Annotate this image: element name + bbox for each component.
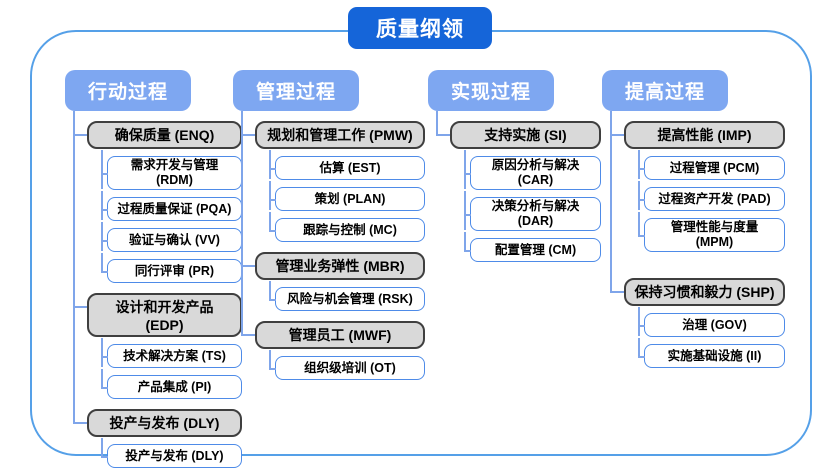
branch-realization-process: 实现过程支持实施 (SI)原因分析与解决 (CAR)决策分析与解决 (DAR)配…: [428, 70, 601, 262]
child-list: 投产与发布 (DLY): [100, 438, 242, 468]
diagram-title: 质量纲领: [348, 7, 492, 49]
process-node: 同行评审 (PR): [101, 253, 242, 283]
process-node: 策划 (PLAN): [269, 181, 425, 211]
process-node: 估算 (EST): [269, 150, 425, 180]
process-node: 验证与确认 (VV): [101, 222, 242, 252]
process-group: 支持实施 (SI)原因分析与解决 (CAR)决策分析与解决 (DAR)配置管理 …: [436, 111, 601, 262]
branch-header-management-process: 管理过程: [233, 70, 359, 111]
process-node: 跟踪与控制 (MC): [269, 212, 425, 242]
process-group: 管理业务弹性 (MBR)风险与机会管理 (RSK): [241, 242, 425, 311]
branch-columns: 行动过程确保质量 (ENQ)需求开发与管理 (RDM)过程质量保证 (PQA)验…: [30, 30, 812, 468]
category-node: 确保质量 (ENQ): [87, 121, 242, 149]
process-group: 确保质量 (ENQ)需求开发与管理 (RDM)过程质量保证 (PQA)验证与确认…: [73, 111, 242, 283]
category-node: 支持实施 (SI): [450, 121, 601, 149]
process-node: 过程资产开发 (PAD): [638, 181, 785, 211]
child-list: 组织级培训 (OT): [268, 350, 425, 380]
process-node: 过程管理 (PCM): [638, 150, 785, 180]
branch-body-realization-process: 支持实施 (SI)原因分析与解决 (CAR)决策分析与解决 (DAR)配置管理 …: [436, 111, 601, 262]
process-node: 风险与机会管理 (RSK): [269, 281, 425, 311]
process-group: 设计和开发产品 (EDP)技术解决方案 (TS)产品集成 (PI): [73, 283, 242, 399]
process-group: 规划和管理工作 (PMW)估算 (EST)策划 (PLAN)跟踪与控制 (MC): [241, 111, 425, 242]
branch-body-action-process: 确保质量 (ENQ)需求开发与管理 (RDM)过程质量保证 (PQA)验证与确认…: [73, 111, 242, 468]
branch-header-realization-process: 实现过程: [428, 70, 554, 111]
process-node: 原因分析与解决 (CAR): [464, 150, 601, 190]
category-node: 设计和开发产品 (EDP): [87, 293, 242, 337]
branch-header-improvement-process: 提高过程: [602, 70, 728, 111]
process-node: 产品集成 (PI): [101, 369, 242, 399]
process-node: 决策分析与解决 (DAR): [464, 191, 601, 231]
child-list: 技术解决方案 (TS)产品集成 (PI): [100, 338, 242, 399]
branch-body-improvement-process: 提高性能 (IMP)过程管理 (PCM)过程资产开发 (PAD)管理性能与度量 …: [610, 111, 785, 368]
process-group: 保持习惯和毅力 (SHP)治理 (GOV)实施基础设施 (II): [610, 252, 785, 368]
category-node: 管理员工 (MWF): [255, 321, 425, 349]
branch-action-process: 行动过程确保质量 (ENQ)需求开发与管理 (RDM)过程质量保证 (PQA)验…: [65, 70, 242, 468]
process-group: 提高性能 (IMP)过程管理 (PCM)过程资产开发 (PAD)管理性能与度量 …: [610, 111, 785, 252]
process-node: 配置管理 (CM): [464, 232, 601, 262]
process-node: 治理 (GOV): [638, 307, 785, 337]
branch-header-action-process: 行动过程: [65, 70, 191, 111]
category-node: 保持习惯和毅力 (SHP): [624, 278, 785, 306]
process-node: 投产与发布 (DLY): [101, 438, 242, 468]
child-list: 需求开发与管理 (RDM)过程质量保证 (PQA)验证与确认 (VV)同行评审 …: [100, 150, 242, 283]
process-group: 投产与发布 (DLY)投产与发布 (DLY): [73, 399, 242, 468]
child-list: 估算 (EST)策划 (PLAN)跟踪与控制 (MC): [268, 150, 425, 242]
branch-improvement-process: 提高过程提高性能 (IMP)过程管理 (PCM)过程资产开发 (PAD)管理性能…: [602, 70, 785, 368]
category-node: 提高性能 (IMP): [624, 121, 785, 149]
child-list: 风险与机会管理 (RSK): [268, 281, 425, 311]
process-node: 技术解决方案 (TS): [101, 338, 242, 368]
branch-body-management-process: 规划和管理工作 (PMW)估算 (EST)策划 (PLAN)跟踪与控制 (MC)…: [241, 111, 425, 380]
child-list: 治理 (GOV)实施基础设施 (II): [637, 307, 785, 368]
process-group: 管理员工 (MWF)组织级培训 (OT): [241, 311, 425, 380]
branch-management-process: 管理过程规划和管理工作 (PMW)估算 (EST)策划 (PLAN)跟踪与控制 …: [233, 70, 425, 380]
category-node: 投产与发布 (DLY): [87, 409, 242, 437]
process-node: 过程质量保证 (PQA): [101, 191, 242, 221]
child-list: 过程管理 (PCM)过程资产开发 (PAD)管理性能与度量 (MPM): [637, 150, 785, 252]
process-node: 需求开发与管理 (RDM): [101, 150, 242, 190]
process-node: 管理性能与度量 (MPM): [638, 212, 785, 252]
child-list: 原因分析与解决 (CAR)决策分析与解决 (DAR)配置管理 (CM): [463, 150, 601, 262]
category-node: 管理业务弹性 (MBR): [255, 252, 425, 280]
process-node: 实施基础设施 (II): [638, 338, 785, 368]
category-node: 规划和管理工作 (PMW): [255, 121, 425, 149]
process-node: 组织级培训 (OT): [269, 350, 425, 380]
